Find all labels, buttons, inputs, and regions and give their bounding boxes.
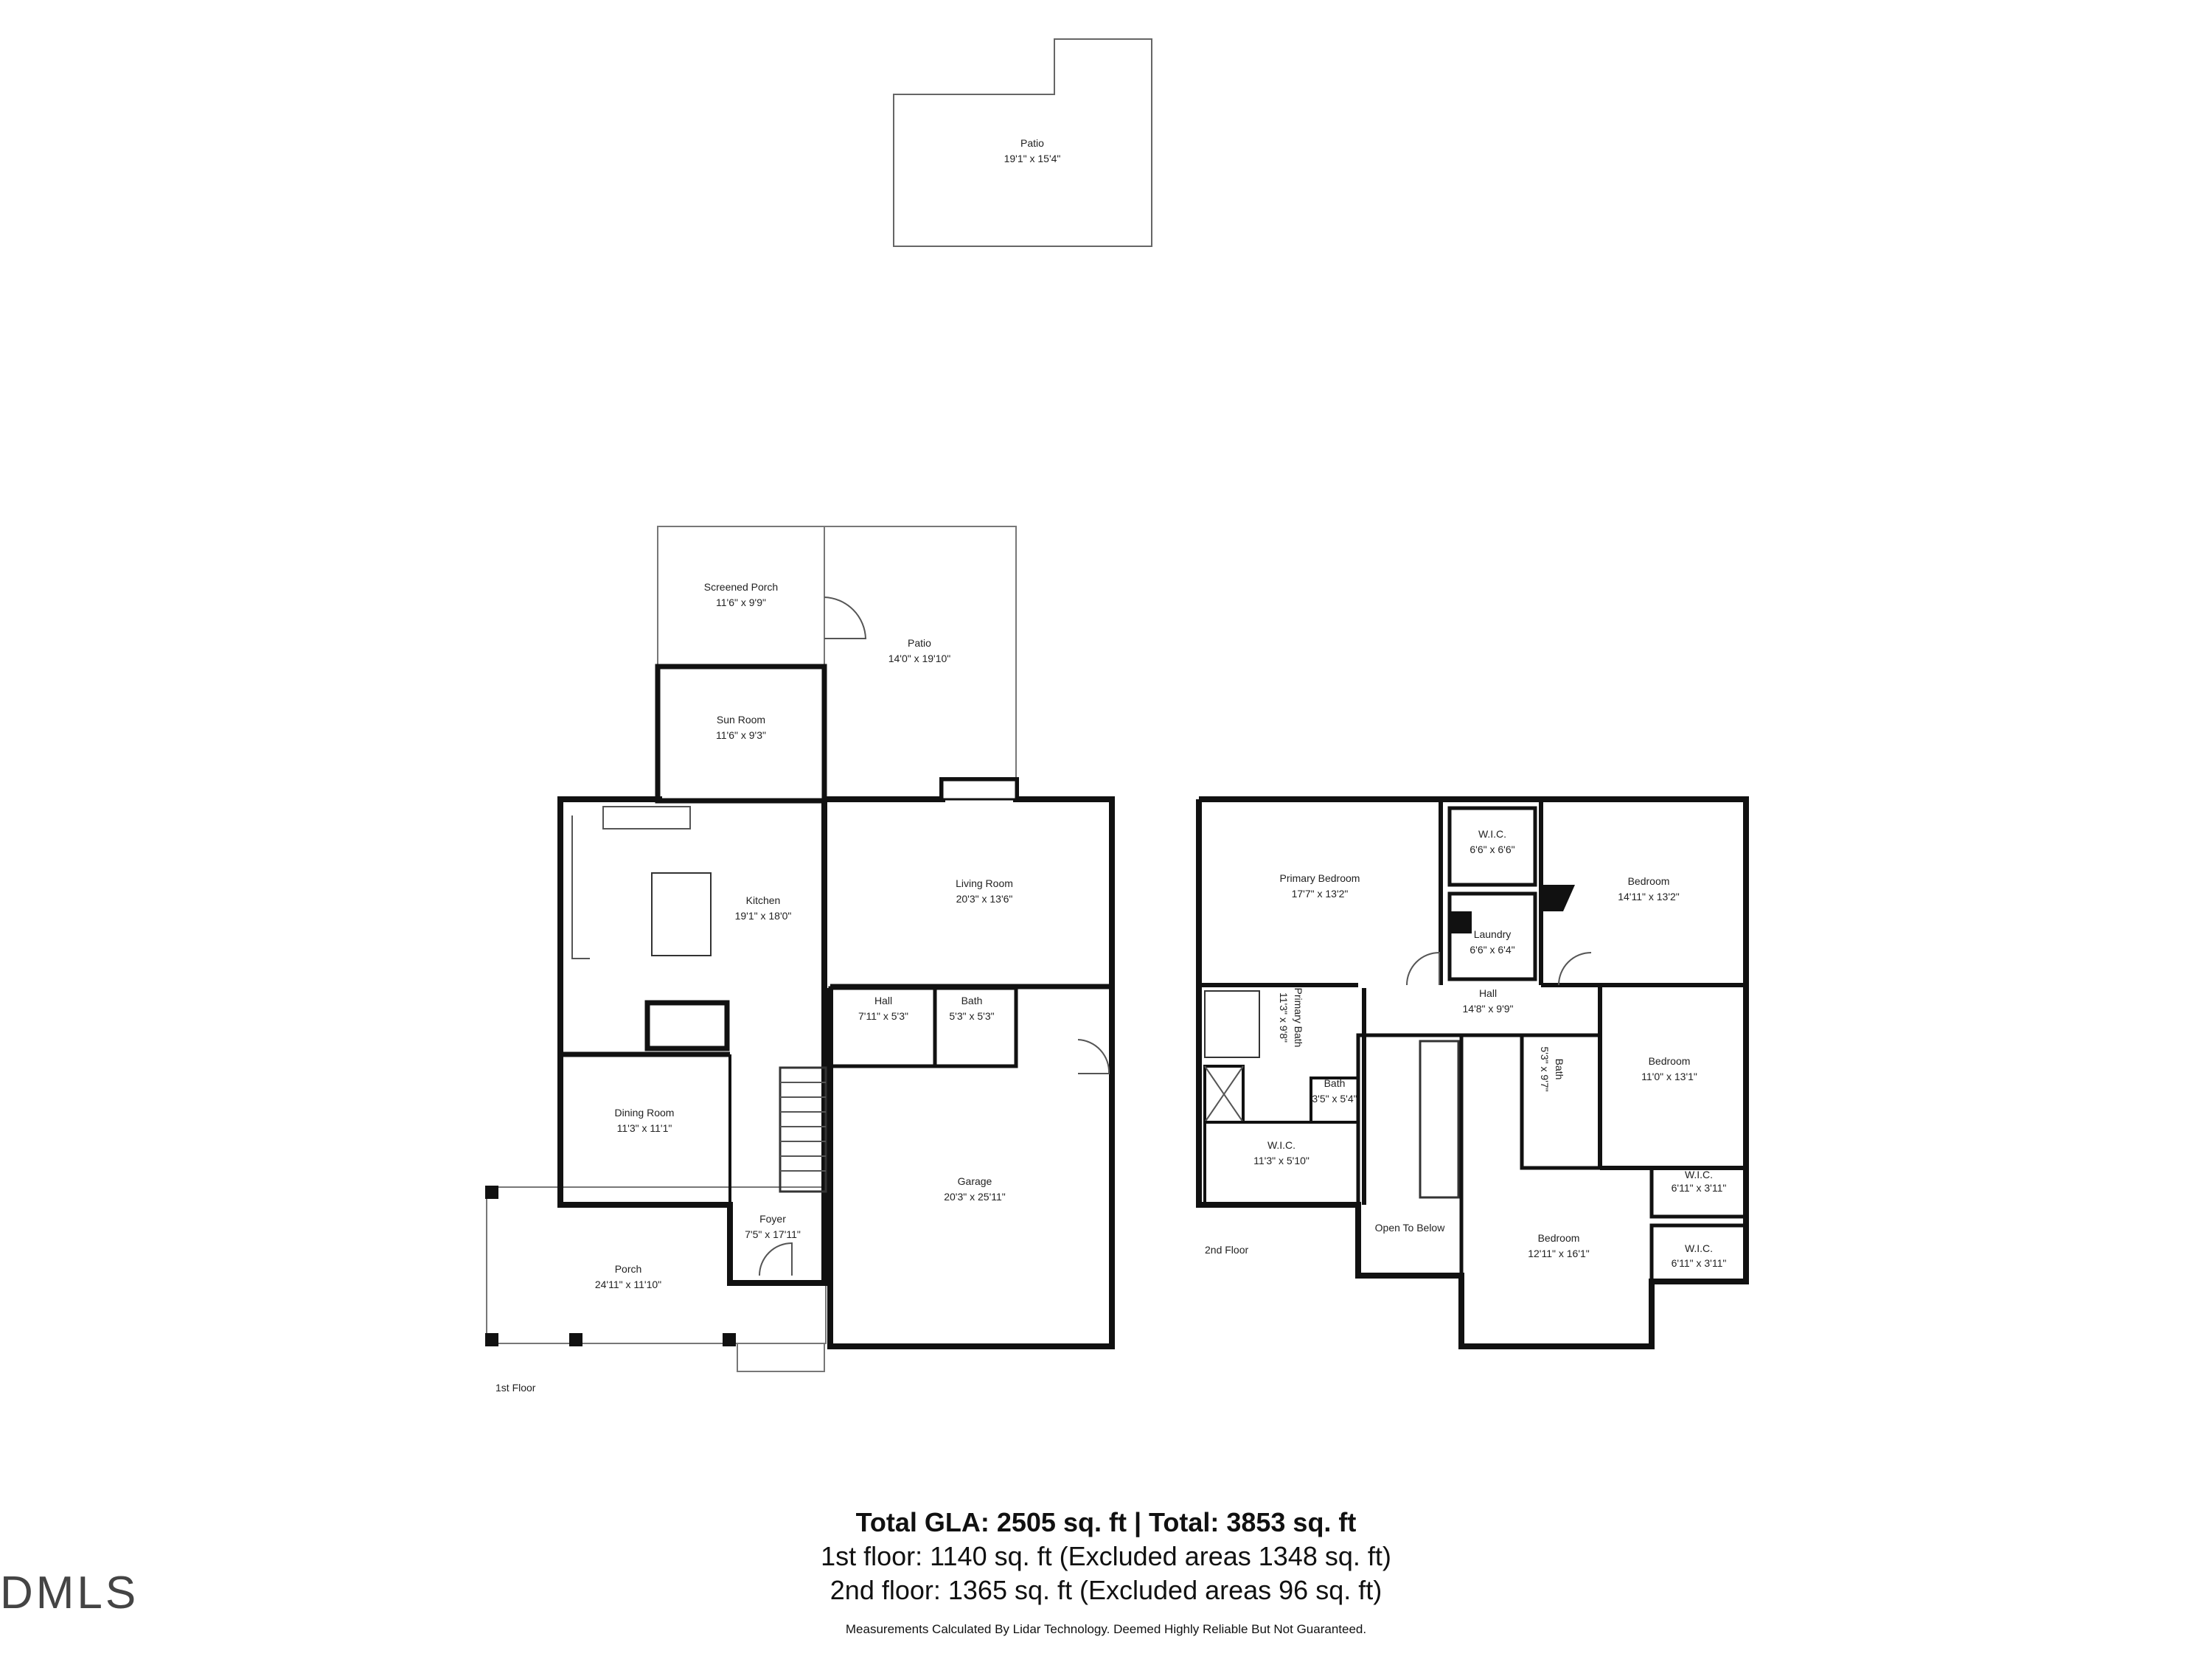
room-dimensions: 12'11" x 16'1"	[1528, 1248, 1590, 1259]
room-label: Primary Bath	[1293, 988, 1304, 1048]
room-dimensions: 3'5" x 5'4"	[1312, 1093, 1357, 1105]
room-dimensions: 11'0" x 13'1"	[1641, 1071, 1697, 1082]
floor-label-first: 1st Floor	[495, 1382, 536, 1394]
room-dimensions: 11'3" x 11'1"	[617, 1122, 672, 1134]
room-label: Open To Below	[1375, 1222, 1446, 1234]
room-label: Garage	[958, 1175, 992, 1187]
room-dimensions: 6'6" x 6'6"	[1470, 844, 1514, 855]
room-dimensions: 7'5" x 17'11"	[745, 1228, 801, 1240]
room-label: Dining Room	[615, 1107, 675, 1119]
room-label: Bedroom	[1628, 875, 1670, 887]
second-floor-area: 2nd floor: 1365 sq. ft (Excluded areas 9…	[830, 1575, 1382, 1605]
disclaimer: Measurements Calculated By Lidar Technol…	[845, 1622, 1367, 1636]
room-dimensions: 14'11" x 13'2"	[1618, 891, 1680, 902]
room-label: Porch	[615, 1263, 642, 1275]
room-dimensions: 5'3" x 5'3"	[949, 1010, 994, 1022]
room-label: Bath	[1324, 1077, 1346, 1089]
room-dimensions: 11'3" x 9'8"	[1278, 992, 1290, 1043]
room-dimensions: 11'6" x 9'3"	[716, 729, 766, 741]
room-dimensions: 19'1" x 18'0"	[735, 910, 792, 922]
room-label: Hall	[1479, 987, 1497, 999]
second-floor-plan: Primary Bedroom 17'7" x 13'2" W.I.C. 6'6…	[1196, 796, 1749, 1349]
room-label: Primary Bedroom	[1280, 872, 1360, 884]
room-dimensions: 14'0" x 19'10"	[888, 653, 951, 664]
room-label: W.I.C.	[1685, 1169, 1713, 1180]
room-label: Living Room	[956, 877, 1013, 889]
first-floor-area: 1st floor: 1140 sq. ft (Excluded areas 1…	[821, 1541, 1391, 1571]
room-dimensions: 20'3" x 25'11"	[944, 1191, 1006, 1203]
room-label: Bedroom	[1538, 1232, 1580, 1244]
room-label: Laundry	[1474, 928, 1512, 940]
room-dimensions: 20'3" x 13'6"	[956, 893, 1013, 905]
first-floor-plan: Screened Porch 11'6" x 9'9" Patio 14'0" …	[485, 526, 1115, 1394]
room-label: Bedroom	[1649, 1055, 1691, 1067]
room-label: W.I.C.	[1685, 1242, 1713, 1254]
room-dimensions: 7'11" x 5'3"	[858, 1010, 908, 1022]
detached-patio: Patio 19'1" x 15'4"	[893, 38, 1152, 247]
room-label: Bath	[961, 995, 983, 1006]
room-dimensions: 11'6" x 9'9"	[716, 597, 766, 608]
dmls-logo: DMLS	[0, 1568, 139, 1618]
room-label: Foyer	[759, 1213, 786, 1225]
room-label: Screened Porch	[704, 581, 778, 593]
room-dimensions: 24'11" x 11'10"	[595, 1279, 661, 1290]
room-label: Sun Room	[717, 714, 765, 726]
room-dimensions: 17'7" x 13'2"	[1292, 888, 1349, 900]
room-dimensions: 6'6" x 6'4"	[1470, 944, 1514, 956]
room-label: Patio	[1020, 137, 1044, 149]
room-label: W.I.C.	[1267, 1139, 1295, 1151]
room-dimensions: 19'1" x 15'4"	[1004, 153, 1061, 164]
room-dimensions: 6'11" x 3'11"	[1672, 1257, 1727, 1269]
room-label: Hall	[874, 995, 892, 1006]
room-label: W.I.C.	[1478, 828, 1506, 840]
room-label: Patio	[908, 637, 931, 649]
floor-label-second: 2nd Floor	[1205, 1244, 1248, 1256]
room-dimensions: 6'11" x 3'11"	[1672, 1182, 1727, 1194]
room-dimensions: 14'8" x 9'9"	[1463, 1003, 1514, 1015]
room-dimensions: 11'3" x 5'10"	[1253, 1155, 1310, 1166]
room-dimensions: 5'3" x 9'7"	[1539, 1046, 1551, 1091]
total-area: Total GLA: 2505 sq. ft | Total: 3853 sq.…	[855, 1507, 1357, 1537]
room-label: Kitchen	[746, 894, 781, 906]
room-label: Bath	[1554, 1059, 1565, 1080]
